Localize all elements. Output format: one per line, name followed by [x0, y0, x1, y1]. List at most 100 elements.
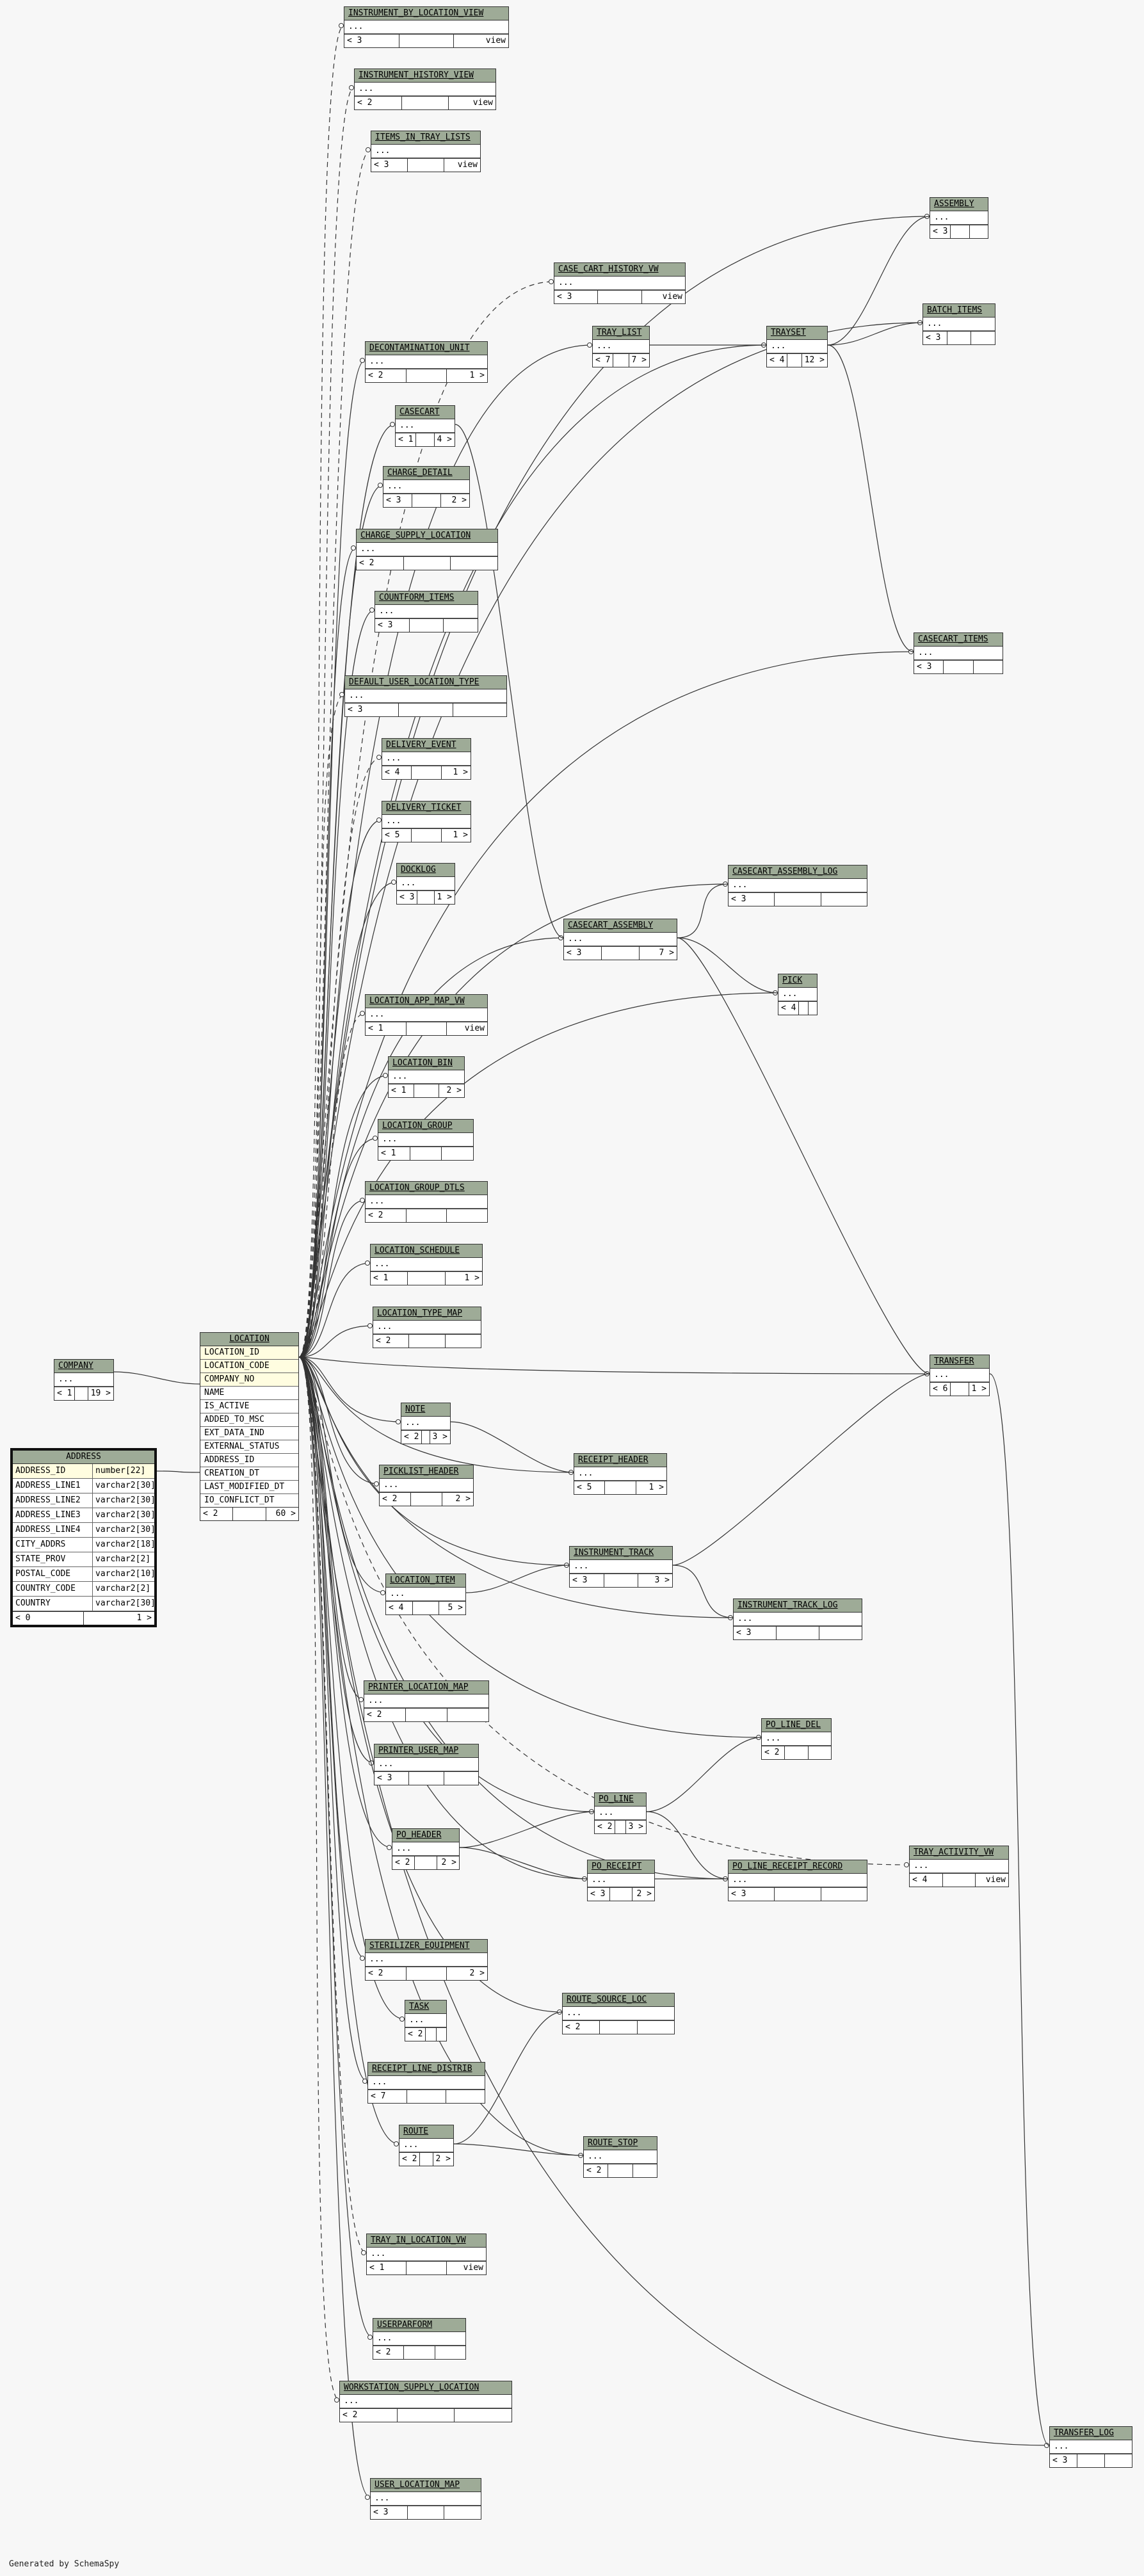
- po-line-del-title[interactable]: PO_LINE_DEL: [762, 1719, 831, 1732]
- transfer-title[interactable]: TRANSFER: [930, 1355, 989, 1369]
- po-receipt-columns-placeholder: ...: [588, 1874, 654, 1887]
- picklist-header-foot-2: 2 >: [455, 1494, 471, 1504]
- task-title[interactable]: TASK: [405, 2000, 446, 2014]
- trayset-title[interactable]: TRAYSET: [767, 326, 827, 340]
- instrument-track-columns-placeholder: ...: [570, 1560, 672, 1574]
- po-line-foot-2: 3 >: [628, 1822, 643, 1831]
- delivery-event-title[interactable]: DELIVERY_EVENT: [382, 739, 471, 752]
- assembly-title[interactable]: ASSEMBLY: [930, 198, 988, 211]
- casecart-assembly-title[interactable]: CASECART_ASSEMBLY: [564, 919, 677, 933]
- note-title[interactable]: NOTE: [401, 1403, 450, 1417]
- countform-items-title[interactable]: COUNTFORM_ITEMS: [375, 592, 478, 605]
- instrument-track-log-foot-2: [819, 1627, 862, 1639]
- location-schedule-title[interactable]: LOCATION_SCHEDULE: [371, 1244, 482, 1258]
- location-item-title[interactable]: LOCATION_ITEM: [386, 1574, 465, 1588]
- po-header-title[interactable]: PO_HEADER: [392, 1829, 459, 1842]
- casecart-assembly-log-title[interactable]: CASECART_ASSEMBLY_LOG: [729, 865, 867, 879]
- docklog-title[interactable]: DOCKLOG: [397, 864, 455, 877]
- user-location-map-title[interactable]: USER_LOCATION_MAP: [371, 2479, 481, 2492]
- location-bin-title[interactable]: LOCATION_BIN: [389, 1057, 464, 1070]
- instrument-track-log-title[interactable]: INSTRUMENT_TRACK_LOG: [734, 1599, 862, 1613]
- casecart-assembly-foot-2: 7 >: [659, 948, 674, 958]
- route-stop-foot-2: [633, 2164, 657, 2177]
- instrument-track-title[interactable]: INSTRUMENT_TRACK: [570, 1547, 672, 1560]
- charge-supply-location-title[interactable]: CHARGE_SUPPLY_LOCATION: [357, 529, 497, 543]
- casecart-assembly-log-footer: < 3: [729, 892, 867, 906]
- link-casecart-assembly: [298, 937, 564, 1358]
- tray-activity-vw-title[interactable]: TRAY_ACTIVITY_VW: [910, 1846, 1008, 1860]
- instrument-by-location-view-title[interactable]: INSTRUMENT_BY_LOCATION_VIEW: [344, 7, 508, 20]
- instrument-track-log-foot-0: < 3: [734, 1627, 777, 1639]
- charge-supply-location-foot-2: [451, 557, 497, 570]
- location-group-title[interactable]: LOCATION_GROUP: [378, 1120, 473, 1133]
- receipt-header-title[interactable]: RECEIPT_HEADER: [574, 1454, 666, 1467]
- printer-user-map-title[interactable]: PRINTER_USER_MAP: [375, 1744, 478, 1758]
- picklist-header-columns-placeholder: ...: [380, 1479, 473, 1492]
- link-instrument_track-transfer: [672, 1373, 930, 1566]
- link-company: [113, 1371, 200, 1385]
- delivery-ticket-foot-1: [412, 829, 442, 842]
- casecart-foot-0: < 1: [396, 433, 417, 446]
- route-source-loc-title[interactable]: ROUTE_SOURCE_LOC: [563, 1993, 674, 2007]
- location-col-4: EXTERNAL_STATUS: [200, 1440, 298, 1454]
- po-receipt-title[interactable]: PO_RECEIPT: [588, 1860, 654, 1874]
- default-user-location-type-columns-placeholder: ...: [345, 689, 506, 703]
- transfer-log-title[interactable]: TRANSFER_LOG: [1050, 2427, 1132, 2440]
- address-col-9-name: COUNTRY: [13, 1597, 93, 1611]
- charge-detail-title[interactable]: CHARGE_DETAIL: [383, 467, 469, 480]
- picklist-header-title[interactable]: PICKLIST_HEADER: [380, 1465, 473, 1479]
- location-type-map-title[interactable]: LOCATION_TYPE_MAP: [373, 1307, 481, 1321]
- workstation-supply-location-title[interactable]: WORKSTATION_SUPPLY_LOCATION: [340, 2381, 512, 2395]
- location-foot-mid: [233, 1508, 266, 1520]
- address-col-5-name: CITY_ADDRS: [13, 1538, 93, 1552]
- link-countform-items: [298, 609, 375, 1358]
- tray-list-title[interactable]: TRAY_LIST: [593, 326, 649, 340]
- link-trayset-assembly: [827, 216, 930, 346]
- userparform-foot-2: [435, 2346, 465, 2359]
- delivery-ticket-columns-placeholder: ...: [382, 815, 471, 828]
- tray-in-location-vw-title[interactable]: TRAY_IN_LOCATION_VW: [367, 2234, 486, 2248]
- receipt-header-foot-2: 1 >: [649, 1483, 664, 1492]
- receipt-line-distrib-title[interactable]: RECEIPT_LINE_DISTRIB: [368, 2063, 485, 2076]
- delivery-ticket-title[interactable]: DELIVERY_TICKET: [382, 801, 471, 815]
- route-source-loc-foot-1: [600, 2021, 638, 2034]
- default-user-location-type-title[interactable]: DEFAULT_USER_LOCATION_TYPE: [345, 676, 506, 689]
- location-group-dtls-title[interactable]: LOCATION_GROUP_DTLS: [366, 1182, 487, 1195]
- casecart-items-title[interactable]: CASECART_ITEMS: [914, 633, 1003, 647]
- pick-title[interactable]: PICK: [778, 974, 817, 988]
- decontamination-unit-title[interactable]: DECONTAMINATION_UNIT: [366, 342, 487, 355]
- location-app-map-vw-title[interactable]: LOCATION_APP_MAP_VW: [366, 995, 487, 1008]
- po-line-footer: < 2 3 >: [595, 1820, 646, 1833]
- route-stop-title[interactable]: ROUTE_STOP: [584, 2137, 657, 2150]
- printer-location-map-title[interactable]: PRINTER_LOCATION_MAP: [364, 1681, 488, 1695]
- printer-user-map-footer: < 3: [375, 1771, 478, 1785]
- instrument-history-view-title[interactable]: INSTRUMENT_HISTORY_VIEW: [355, 69, 495, 83]
- po-line-foot-0: < 2: [595, 1821, 616, 1833]
- printer-location-map-footer: < 2: [364, 1708, 488, 1721]
- route-title[interactable]: ROUTE: [399, 2125, 453, 2139]
- address-col-1-type: varchar2[30]: [93, 1479, 156, 1493]
- userparform-title[interactable]: USERPARFORM: [373, 2319, 465, 2332]
- link-address: [156, 1470, 200, 1473]
- po-line-receipt-record-title[interactable]: PO_LINE_RECEIPT_RECORD: [729, 1860, 867, 1874]
- address-foot-right: 1 >: [136, 1613, 152, 1623]
- sterilizer-equipment-foot-1: [407, 1967, 447, 1980]
- location-type-map-foot-0: < 2: [373, 1335, 410, 1348]
- case-cart-history-vw-title[interactable]: CASE_CART_HISTORY_VW: [554, 263, 685, 277]
- items-in-tray-lists-title[interactable]: ITEMS_IN_TRAY_LISTS: [371, 131, 480, 145]
- batch-items-title[interactable]: BATCH_ITEMS: [923, 304, 995, 318]
- casecart-title[interactable]: CASECART: [396, 406, 455, 419]
- sterilizer-equipment-title[interactable]: STERILIZER_EQUIPMENT: [366, 1940, 487, 1953]
- company-title[interactable]: COMPANY: [54, 1360, 113, 1373]
- company-columns-placeholder: ...: [54, 1373, 113, 1387]
- po-line-title[interactable]: PO_LINE: [595, 1793, 646, 1807]
